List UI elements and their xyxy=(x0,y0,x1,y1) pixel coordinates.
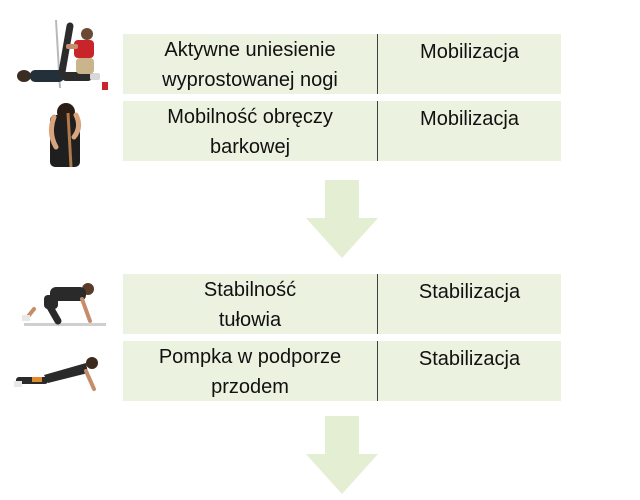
down-arrow-icon xyxy=(306,416,378,494)
exercise-type: Stabilizacja xyxy=(377,274,561,334)
shoulder-mobility-photo xyxy=(44,103,86,167)
down-arrow-icon xyxy=(306,180,378,258)
row-separator xyxy=(123,94,561,101)
trunk-stability-photo xyxy=(20,279,108,329)
exercise-type: Mobilizacja xyxy=(377,34,561,94)
leg-raise-photo xyxy=(14,18,110,98)
exercise-type: Stabilizacja xyxy=(377,341,561,401)
exercise-type: Mobilizacja xyxy=(377,101,561,161)
push-up-photo xyxy=(14,355,106,395)
